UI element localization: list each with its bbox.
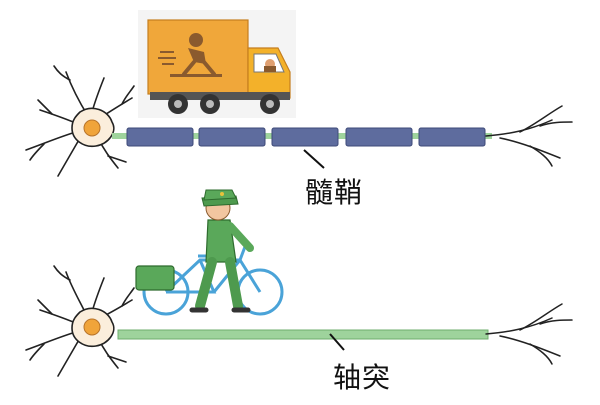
- myelin-sheath: [126, 127, 486, 147]
- axon-terminal-icon: [485, 303, 573, 365]
- postman-bicycle-icon: [135, 189, 284, 316]
- soma-nucleus: [83, 119, 101, 137]
- axon-label: 轴突: [333, 361, 392, 394]
- unmyelinated-neuron: [25, 265, 573, 377]
- myelinated-neuron: [25, 65, 573, 177]
- axon-bar: [117, 329, 489, 340]
- myelin-sheath-label: 髓鞘: [305, 176, 364, 209]
- delivery-truck-icon: [138, 10, 296, 118]
- axon-terminal-icon: [485, 105, 573, 167]
